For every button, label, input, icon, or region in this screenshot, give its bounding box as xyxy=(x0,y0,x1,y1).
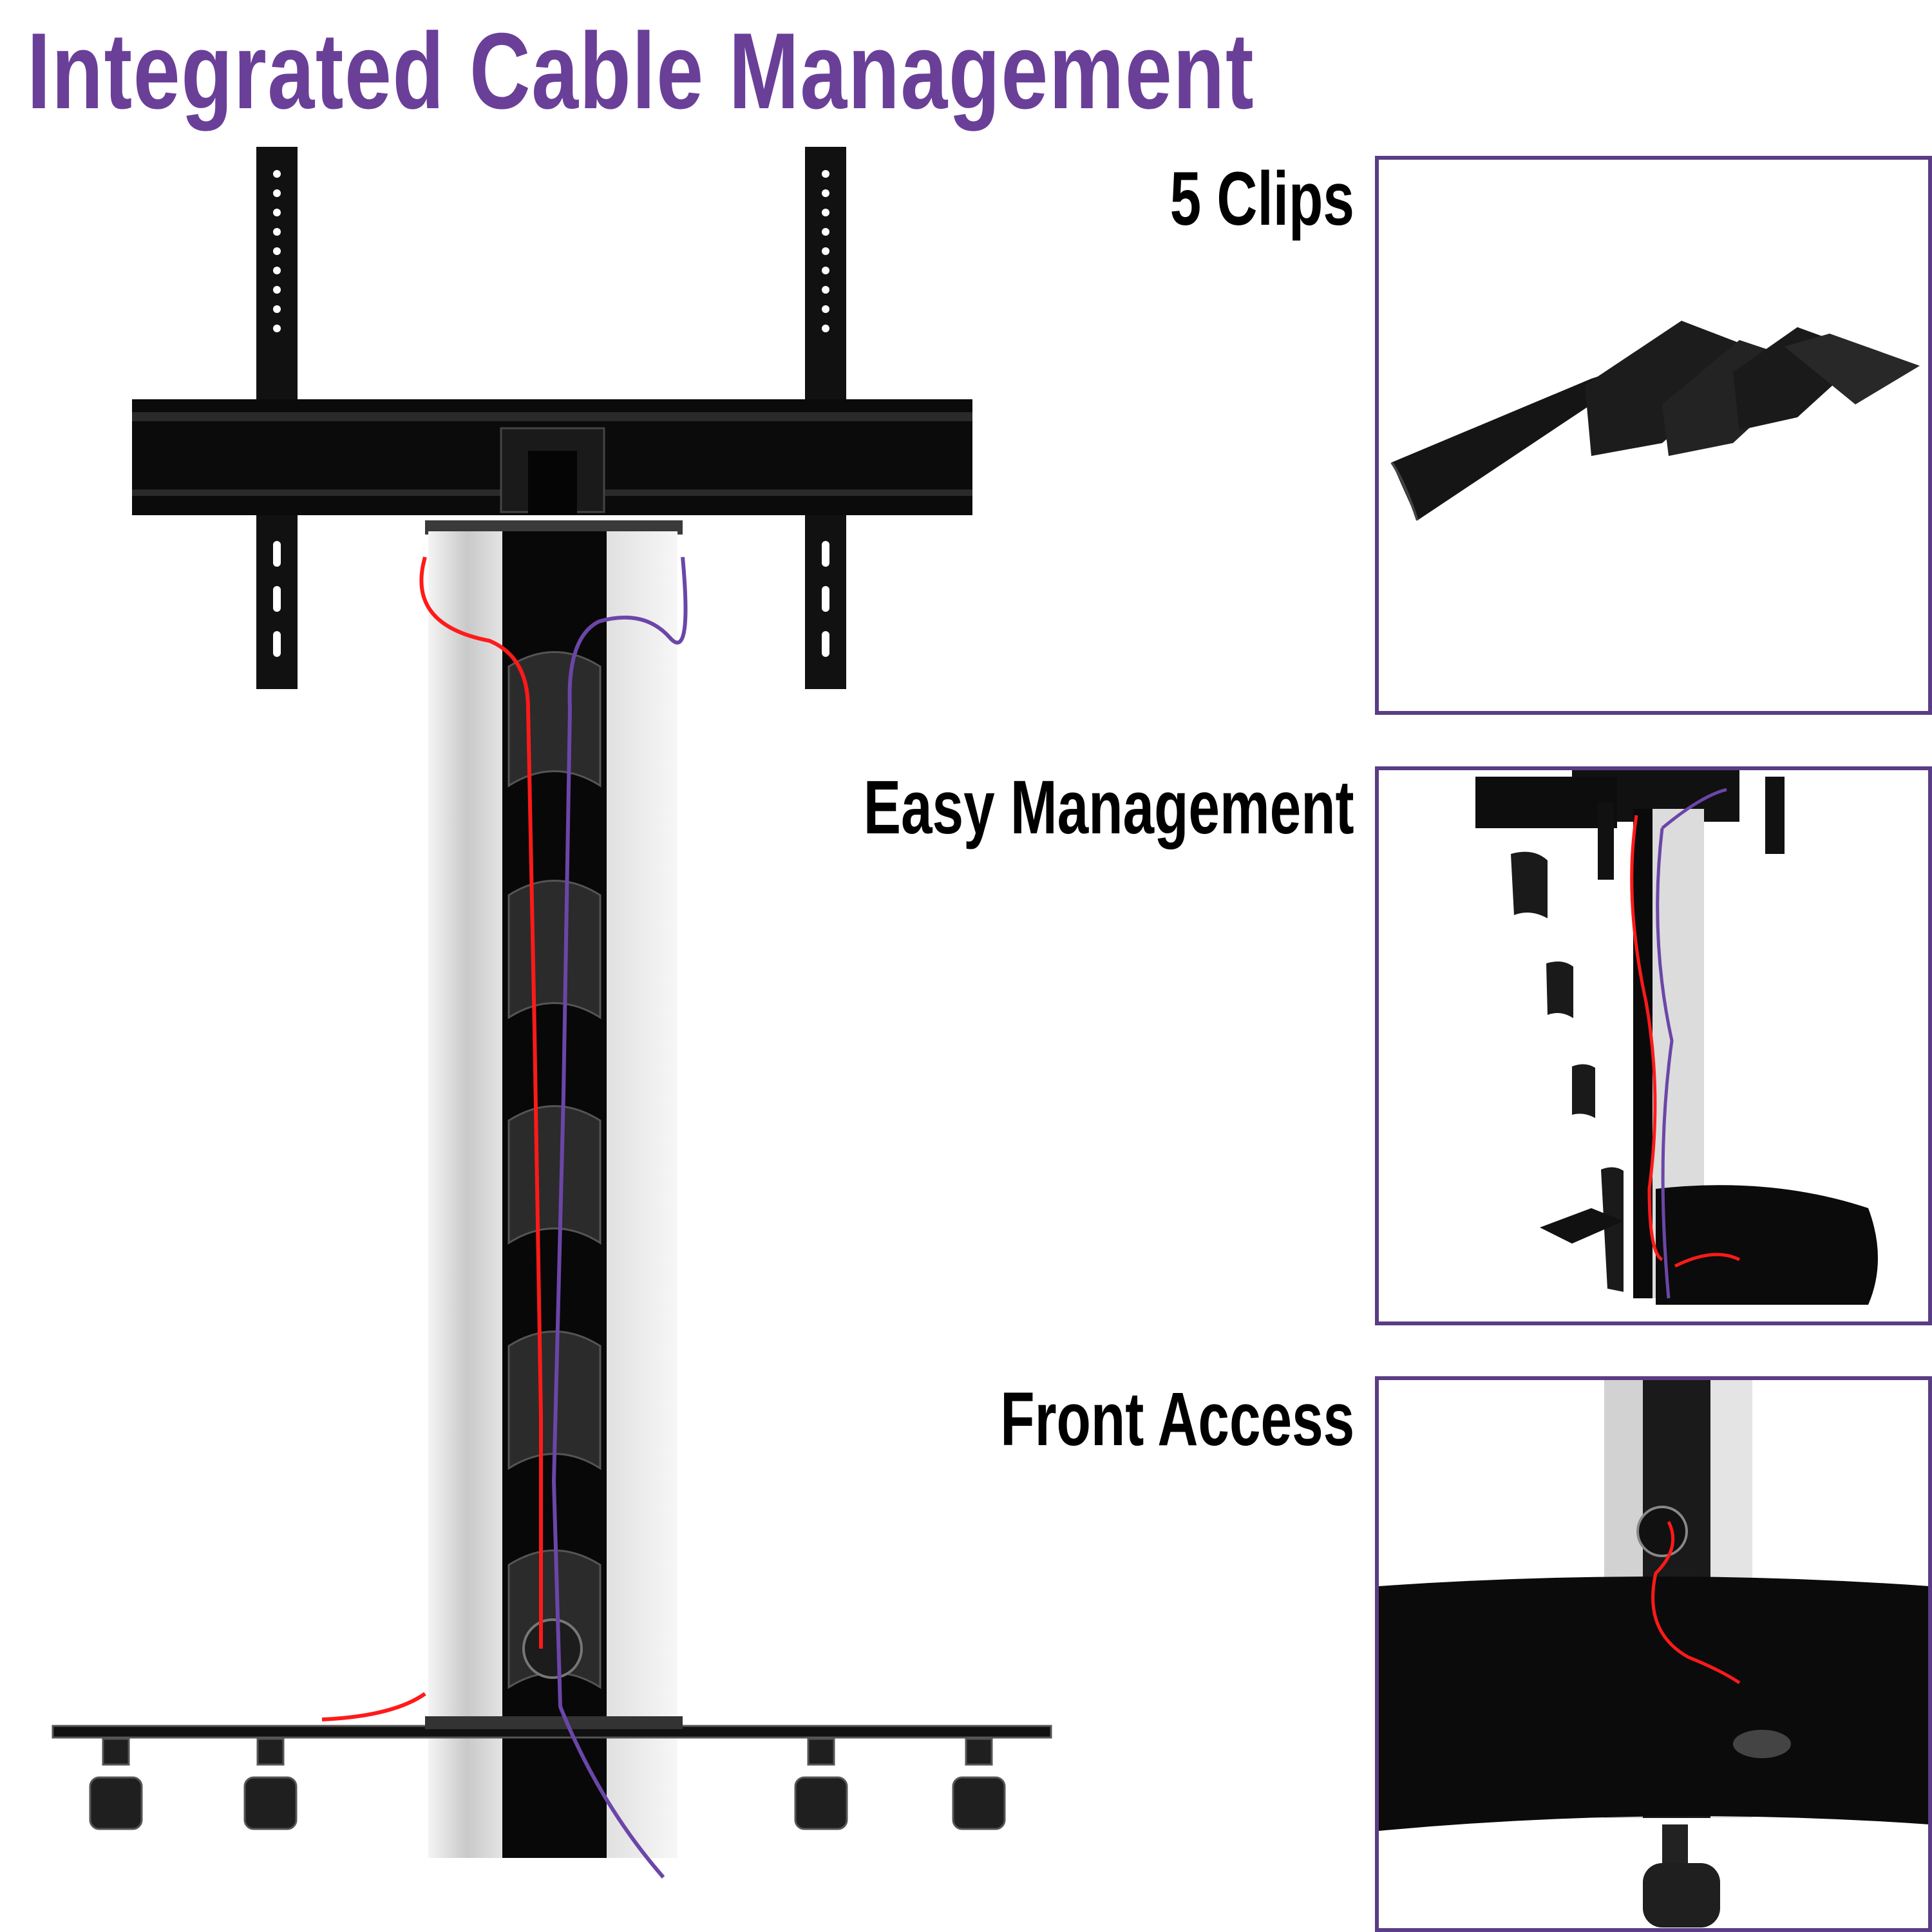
purple-cable xyxy=(551,556,688,1879)
clips-illustration xyxy=(1390,321,1920,521)
vesa-bracket-left xyxy=(256,147,298,689)
column-right-silver xyxy=(605,531,677,1858)
page-title: Integrated Cable Management xyxy=(27,10,1255,131)
panel-5-clips xyxy=(1375,156,1932,715)
column-left-silver xyxy=(428,531,506,1858)
tv-stand-illustration xyxy=(52,147,1052,1879)
label-front-access: Front Access xyxy=(1000,1377,1354,1462)
red-cable xyxy=(419,556,543,1649)
label-easy-management: Easy Management xyxy=(864,765,1354,850)
vesa-bracket-right xyxy=(805,147,846,689)
panel-easy-management xyxy=(1375,766,1932,1325)
front-access-illustration xyxy=(1379,1380,1928,1927)
easy-management-illustration xyxy=(1475,770,1878,1305)
label-5-clips: 5 Clips xyxy=(1170,156,1354,242)
casters xyxy=(89,1738,1006,1830)
panel-front-access xyxy=(1375,1376,1932,1932)
